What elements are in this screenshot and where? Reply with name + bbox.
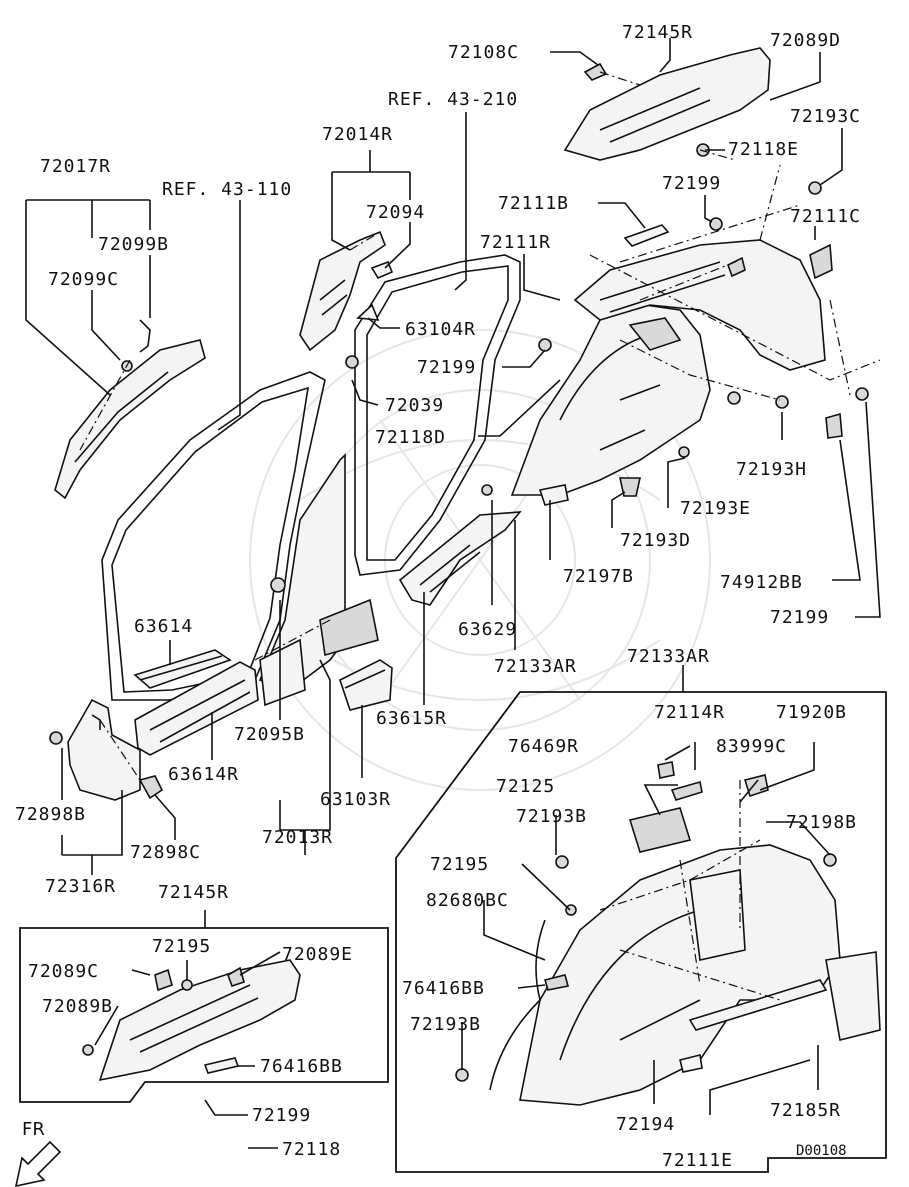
kick-panel — [49, 698, 164, 801]
label-ref-43-210: REF. 43-210 — [388, 89, 518, 110]
label-72193E: 72193E — [680, 498, 751, 519]
label-72133AR-a: 72133AR — [494, 656, 577, 677]
label-72118: 72118 — [282, 1139, 341, 1160]
label-72017R: 72017R — [40, 156, 111, 177]
label-72099C: 72099C — [48, 269, 119, 290]
label-72898B: 72898B — [15, 804, 86, 825]
label-72195-left: 72195 — [152, 936, 211, 957]
label-72111E: 72111E — [662, 1150, 733, 1171]
label-72108C-top: 72108C — [448, 42, 519, 63]
inset-box-72133ar — [395, 691, 887, 1173]
label-72039: 72039 — [385, 395, 444, 416]
label-72094: 72094 — [366, 202, 425, 223]
label-74912BB: 74912BB — [720, 572, 803, 593]
label-63103R: 63103R — [320, 789, 391, 810]
label-72111R: 72111R — [480, 232, 551, 253]
d-pillar-trim-upper — [563, 47, 771, 161]
rear-pillar-trim — [573, 239, 833, 371]
label-83999C: 83999C — [716, 736, 787, 757]
label-72111C: 72111C — [790, 206, 861, 227]
fr-label: FR — [22, 1119, 45, 1140]
label-72199-d: 72199 — [252, 1105, 311, 1126]
label-72316R: 72316R — [45, 876, 116, 897]
label-72193B-b: 72193B — [410, 1014, 481, 1035]
fastener-clips — [538, 181, 869, 497]
label-76416BB-right: 76416BB — [402, 978, 485, 999]
label-72193B-a: 72193B — [516, 806, 587, 827]
bracket-63103r — [339, 659, 393, 711]
label-72095B: 72095B — [234, 724, 305, 745]
label-72185R: 72185R — [770, 1100, 841, 1121]
label-72898C: 72898C — [130, 842, 201, 863]
label-72199-b: 72199 — [417, 357, 476, 378]
label-76416BB-left: 76416BB — [260, 1056, 343, 1077]
b-pillar-lower-trim — [258, 453, 379, 707]
label-76469R: 76469R — [508, 736, 579, 757]
label-63629: 63629 — [458, 619, 517, 640]
label-72194: 72194 — [616, 1114, 675, 1135]
rear-step-trim — [398, 484, 522, 606]
a-pillar-trim — [54, 319, 206, 500]
label-72193C: 72193C — [790, 106, 861, 127]
b-pillar-upper-trim — [299, 230, 394, 369]
label-72118D: 72118D — [375, 427, 446, 448]
label-72089C: 72089C — [28, 961, 99, 982]
guide-lines — [79, 71, 881, 1001]
label-72197B: 72197B — [563, 566, 634, 587]
label-72133AR-b: 72133AR — [627, 646, 710, 667]
front-direction-indicator: FR — [14, 1119, 62, 1187]
label-72193H: 72193H — [736, 459, 807, 480]
fr-arrow-icon — [14, 1140, 62, 1187]
leader-lines — [25, 38, 881, 1149]
label-63614: 63614 — [134, 616, 193, 637]
label-ref-43-110: REF. 43-110 — [162, 179, 292, 200]
label-72014R: 72014R — [322, 124, 393, 145]
part-number-labels: 72017R 72099B 72099C REF. 43-110 72014R … — [15, 22, 861, 1171]
label-71920B: 71920B — [776, 702, 847, 723]
inset-box-72145r — [19, 927, 389, 1103]
label-72099B: 72099B — [98, 234, 169, 255]
label-63104R: 63104R — [405, 319, 476, 340]
front-scuff-trim — [134, 661, 259, 756]
label-82680BC: 82680BC — [426, 890, 509, 911]
label-72114R: 72114R — [654, 702, 725, 723]
label-72199-a: 72199 — [662, 173, 721, 194]
rear-quarter-trim — [510, 304, 711, 506]
label-72089D: 72089D — [770, 30, 841, 51]
label-72195-right: 72195 — [430, 854, 489, 875]
label-72199-c: 72199 — [770, 607, 829, 628]
seal-63104r — [356, 303, 380, 321]
label-72145R-bottom: 72145R — [158, 882, 229, 903]
label-72089B: 72089B — [42, 996, 113, 1017]
label-72111B: 72111B — [498, 193, 569, 214]
label-63615R: 63615R — [376, 708, 447, 729]
label-63614R: 63614R — [168, 764, 239, 785]
label-72125: 72125 — [496, 776, 555, 797]
label-72089E: 72089E — [282, 944, 353, 965]
label-72013R: 72013R — [262, 827, 333, 848]
diagram-code: D00108 — [796, 1143, 847, 1159]
label-72193D: 72193D — [620, 530, 691, 551]
sill-scuff-plate — [133, 649, 232, 689]
label-72118E: 72118E — [728, 139, 799, 160]
label-72145R-top: 72145R — [622, 22, 693, 43]
label-72198B: 72198B — [786, 812, 857, 833]
